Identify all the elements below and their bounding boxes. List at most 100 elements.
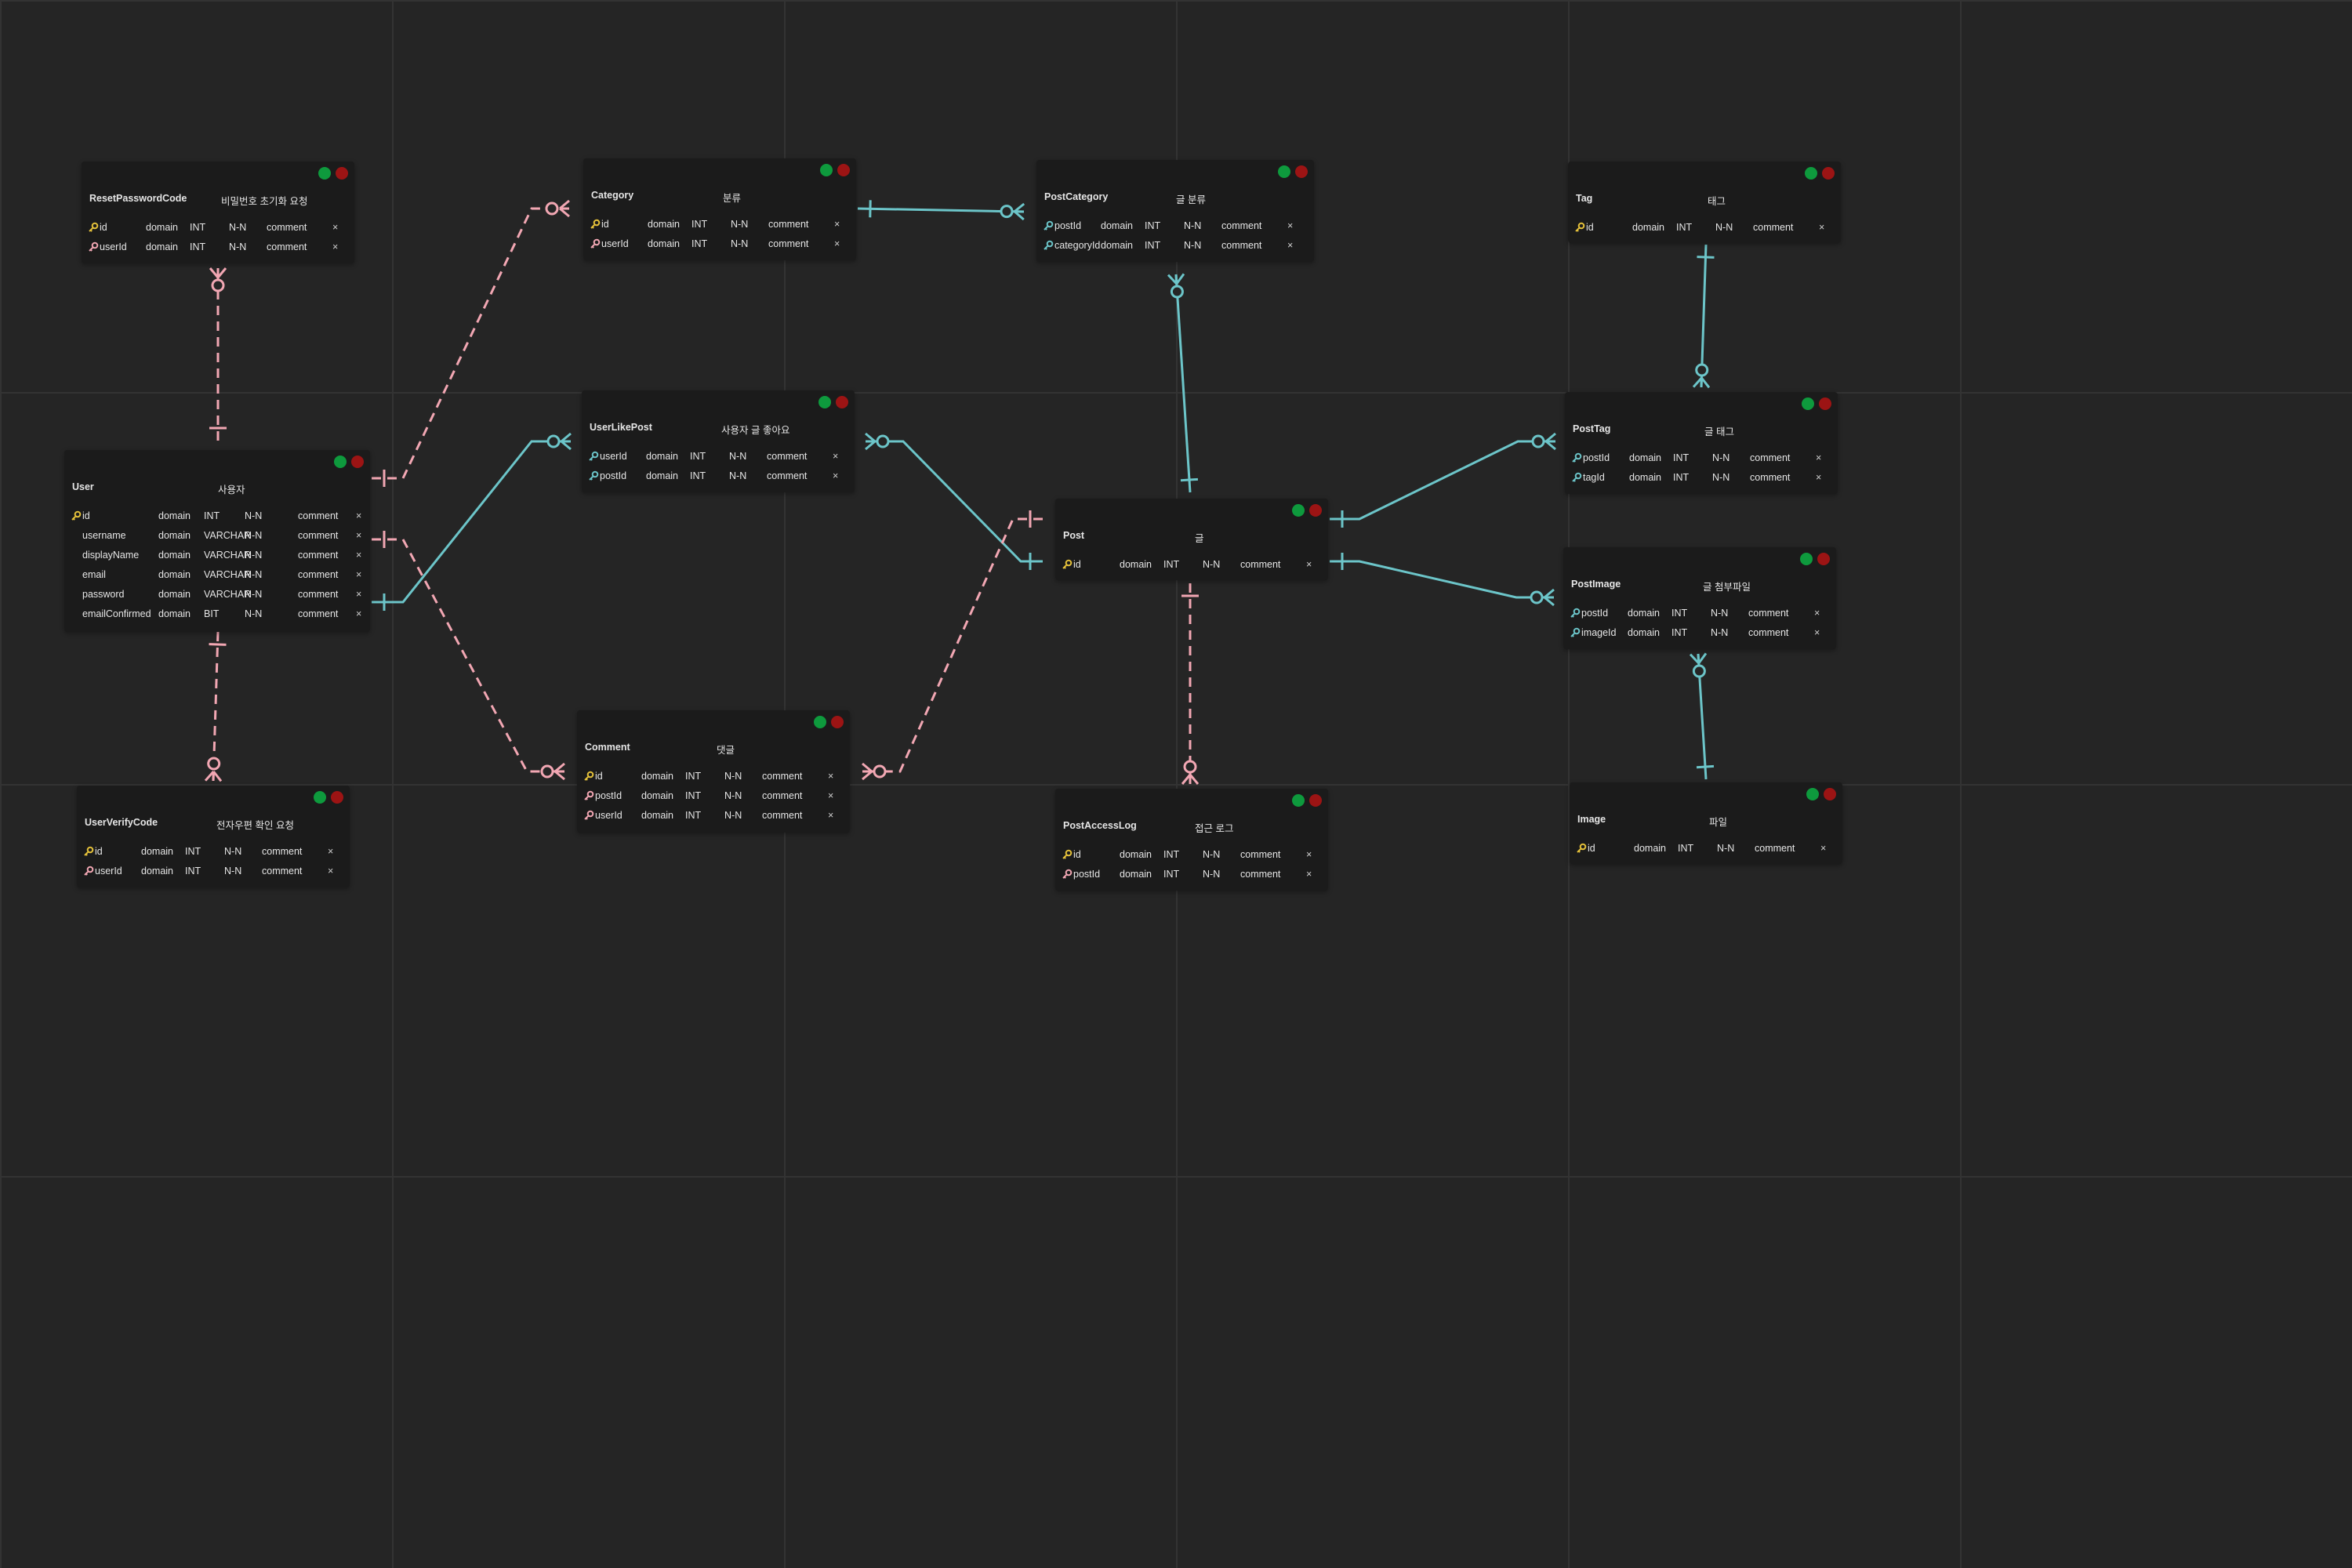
add-column-button[interactable]: [334, 456, 347, 468]
column-domain[interactable]: domain: [146, 241, 178, 252]
column-datatype[interactable]: VARCHAR: [204, 530, 252, 541]
table-name[interactable]: Post: [1063, 530, 1085, 541]
delete-table-button[interactable]: [351, 456, 364, 468]
table-comment[interactable]: 분류: [723, 193, 742, 204]
column-datatype[interactable]: VARCHAR: [204, 569, 252, 580]
column-domain[interactable]: domain: [1120, 559, 1152, 570]
remove-column-icon[interactable]: ×: [833, 451, 839, 462]
table-comment[interactable]: 글 첨부파일: [1703, 582, 1751, 593]
relation-user-userverifycode[interactable]: [204, 631, 227, 782]
column-not-null[interactable]: N-N: [1184, 220, 1202, 231]
add-column-button[interactable]: [820, 164, 833, 176]
relation-post-postcategory[interactable]: [1167, 273, 1199, 493]
column-name[interactable]: imageId: [1581, 627, 1617, 638]
column-comment[interactable]: comment: [1753, 222, 1794, 233]
add-column-button[interactable]: [814, 716, 826, 728]
column-not-null[interactable]: N-N: [1712, 472, 1730, 483]
column-name[interactable]: id: [1073, 849, 1081, 860]
delete-table-button[interactable]: [1824, 788, 1836, 800]
column-not-null[interactable]: N-N: [724, 771, 742, 782]
add-column-button[interactable]: [818, 396, 831, 408]
column-domain[interactable]: domain: [1629, 472, 1661, 483]
column-datatype[interactable]: INT: [1671, 627, 1688, 638]
column-comment[interactable]: comment: [262, 846, 303, 857]
column-comment[interactable]: comment: [1240, 849, 1281, 860]
column-not-null[interactable]: N-N: [1711, 627, 1729, 638]
delete-table-button[interactable]: [1817, 553, 1830, 565]
table-name[interactable]: Image: [1577, 814, 1606, 825]
remove-column-icon[interactable]: ×: [1819, 222, 1825, 233]
column-datatype[interactable]: INT: [690, 470, 706, 481]
add-column-button[interactable]: [1806, 788, 1819, 800]
column-name[interactable]: userId: [595, 810, 622, 821]
column-datatype[interactable]: INT: [1671, 608, 1688, 619]
column-domain[interactable]: domain: [158, 510, 191, 521]
table-name[interactable]: PostAccessLog: [1063, 820, 1137, 831]
relation-image-postimage[interactable]: [1689, 652, 1715, 780]
column-datatype[interactable]: INT: [685, 810, 702, 821]
add-column-button[interactable]: [1292, 504, 1305, 517]
remove-column-icon[interactable]: ×: [356, 550, 362, 561]
column-domain[interactable]: domain: [1101, 240, 1133, 251]
remove-column-icon[interactable]: ×: [834, 238, 840, 249]
column-domain[interactable]: domain: [1120, 869, 1152, 880]
column-datatype[interactable]: VARCHAR: [204, 589, 252, 600]
remove-column-icon[interactable]: ×: [328, 846, 334, 857]
remove-column-icon[interactable]: ×: [332, 241, 339, 252]
relation-user-resetpasswordcode[interactable]: [209, 267, 227, 441]
remove-column-icon[interactable]: ×: [356, 569, 362, 580]
column-domain[interactable]: domain: [158, 608, 191, 619]
column-not-null[interactable]: N-N: [729, 451, 747, 462]
table-name[interactable]: UserLikePost: [590, 422, 652, 433]
column-domain[interactable]: domain: [641, 771, 673, 782]
remove-column-icon[interactable]: ×: [328, 866, 334, 877]
remove-column-icon[interactable]: ×: [1306, 849, 1312, 860]
column-name[interactable]: displayName: [82, 550, 140, 561]
relation-tag-posttag[interactable]: [1692, 244, 1715, 389]
relation-post-postimage[interactable]: [1330, 553, 1555, 607]
column-datatype[interactable]: INT: [685, 771, 702, 782]
column-not-null[interactable]: N-N: [724, 790, 742, 801]
column-datatype[interactable]: INT: [685, 790, 702, 801]
relation-post-postaccesslog[interactable]: [1181, 583, 1200, 785]
add-column-button[interactable]: [1278, 165, 1290, 178]
column-comment[interactable]: comment: [768, 238, 809, 249]
column-name[interactable]: id: [1588, 843, 1595, 854]
table-name[interactable]: Category: [591, 190, 634, 201]
column-name[interactable]: postId: [595, 790, 622, 801]
table-comment[interactable]: 사용자: [218, 485, 245, 495]
column-comment[interactable]: comment: [1755, 843, 1795, 854]
column-name[interactable]: userId: [100, 241, 127, 252]
delete-table-button[interactable]: [1309, 794, 1322, 807]
column-datatype[interactable]: INT: [691, 219, 708, 230]
column-name[interactable]: password: [82, 589, 125, 600]
column-datatype[interactable]: VARCHAR: [204, 550, 252, 561]
table-comment[interactable]: 글 분류: [1176, 194, 1206, 205]
column-domain[interactable]: domain: [158, 589, 191, 600]
column-comment[interactable]: comment: [262, 866, 303, 877]
column-domain[interactable]: domain: [146, 222, 178, 233]
delete-table-button[interactable]: [1309, 504, 1322, 517]
column-name[interactable]: id: [95, 846, 103, 857]
column-datatype[interactable]: INT: [1673, 472, 1690, 483]
column-datatype[interactable]: INT: [1145, 220, 1161, 231]
table-comment[interactable]: 태그: [1708, 196, 1726, 207]
column-comment[interactable]: comment: [762, 771, 803, 782]
column-name[interactable]: id: [100, 222, 107, 233]
delete-table-button[interactable]: [837, 164, 850, 176]
column-datatype[interactable]: INT: [185, 846, 201, 857]
